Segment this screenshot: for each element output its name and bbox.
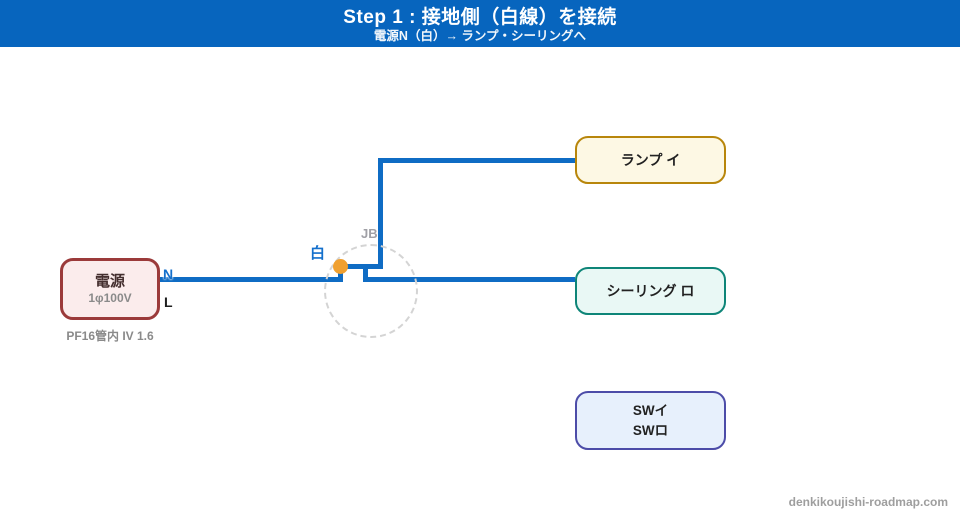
terminal-l-label: L — [164, 294, 173, 310]
junction-box-circle — [324, 244, 418, 338]
wire-power-n-horizontal — [160, 277, 343, 282]
wire-to-ceiling — [363, 277, 575, 282]
switch-ro-label: SWロ — [632, 422, 669, 438]
ceiling-label: シーリング ロ — [606, 283, 695, 299]
junction-box-label: JB — [361, 226, 378, 241]
switch-i-label: SWイ — [632, 402, 669, 418]
conduit-note: PF16管内 IV 1.6 — [66, 329, 154, 343]
power-source-spec: 1φ100V — [88, 291, 132, 305]
lamp-label: ランプ イ — [620, 152, 681, 168]
ceiling-box: シーリング ロ — [575, 267, 726, 315]
lamp-box: ランプ イ — [575, 136, 726, 184]
power-source-label: 電源 — [94, 273, 125, 290]
page-title: Step 1 : 接地側（白線）を接続 — [343, 7, 617, 28]
page-subtitle: 電源N（白）→ ランプ・シーリングへ — [373, 29, 587, 43]
site-watermark: denkikoujishi-roadmap.com — [788, 495, 948, 509]
switches-box: SWイ SWロ — [575, 391, 726, 450]
wire-connector-dot — [333, 259, 348, 274]
header-banner: Step 1 : 接地側（白線）を接続 電源N（白）→ ランプ・シーリングへ — [0, 0, 960, 47]
power-source-box: 電源 1φ100V — [60, 258, 160, 320]
terminal-n-label: N — [163, 266, 174, 282]
white-wire-tag: 白 — [310, 245, 326, 262]
wire-lamp-riser — [378, 158, 383, 269]
wire-to-lamp — [378, 158, 575, 163]
